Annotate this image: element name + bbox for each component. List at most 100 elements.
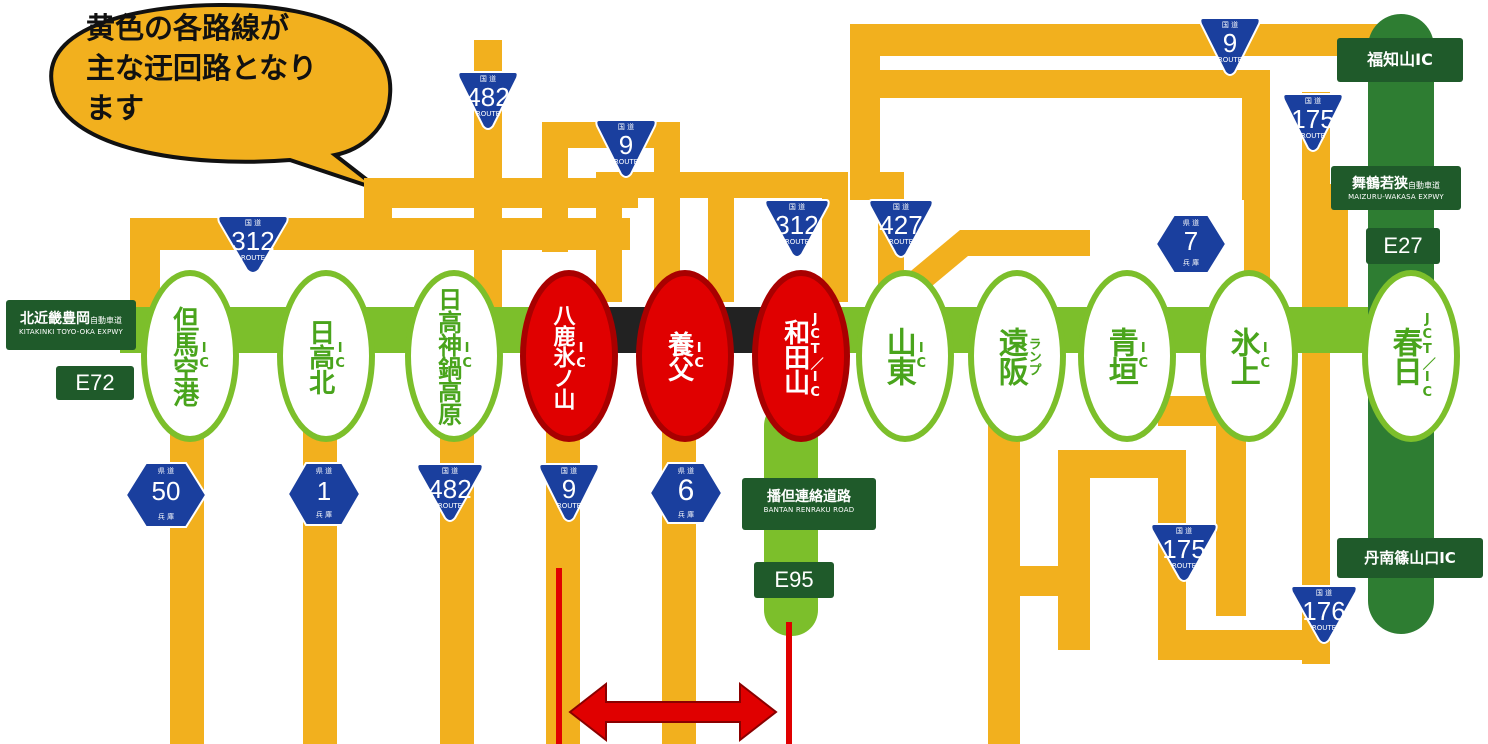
route-482-top-sign: 国 道 482 ROUTE: [455, 68, 521, 132]
route-sign-bottom: ROUTE: [613, 158, 639, 166]
route-number: 482: [428, 474, 472, 504]
national-route-shield-icon: [868, 199, 934, 258]
route-sign-top: 国 道: [441, 467, 459, 475]
route-number: 312: [775, 210, 819, 240]
route-sign-bottom: ROUTE: [1300, 132, 1326, 140]
route-sign-top: 国 道: [1304, 97, 1322, 105]
route-sign-top: 県 道: [157, 467, 175, 475]
closure-range-marker: [556, 568, 792, 744]
ic-santo[interactable]: 山東 IC: [856, 270, 954, 442]
ic-aogaki[interactable]: 青垣 IC: [1078, 270, 1176, 442]
ic-hikami[interactable]: 氷上 IC: [1200, 270, 1298, 442]
route-sign-top: 国 道: [560, 467, 578, 475]
prefectural-route-hexagon-icon: [648, 462, 724, 524]
ic-name: 春日: [1386, 327, 1422, 385]
route-sign-bottom: 兵 庫: [157, 513, 175, 521]
route-312-center-sign: 国 道 312 ROUTE: [762, 196, 832, 260]
ic-type: JCT／IC: [807, 312, 823, 400]
route-sign-top: 県 道: [1182, 219, 1200, 227]
national-route-shield-icon: [538, 463, 600, 522]
national-route-shield-icon: [457, 71, 519, 130]
route-number: 175: [1291, 104, 1335, 134]
route-number: 50: [151, 476, 181, 506]
bantan-road-sign: 播但連絡道路 BANTAN RENRAKU ROAD: [742, 478, 876, 530]
national-route-shield-icon: [1282, 93, 1344, 152]
route-sign-top: 国 道: [617, 123, 635, 131]
national-route-shield-icon: [1290, 585, 1358, 644]
ic-type: ランプ: [1025, 336, 1041, 376]
ic-name: 養父: [663, 331, 694, 381]
ic-hidaka-kita[interactable]: 日高北 IC: [277, 270, 375, 442]
route-number: 1: [316, 476, 332, 506]
route-sign-bottom: ROUTE: [437, 502, 463, 510]
ic-type: IC: [196, 341, 212, 371]
route-number: 175: [1162, 534, 1206, 564]
route-sign-bottom: ROUTE: [556, 502, 582, 510]
pref-route-1-sign: 県 道 1 兵 庫: [286, 460, 362, 528]
kitakinki-name: 北近畿豊岡: [20, 311, 90, 327]
route-176-sign: 国 道 176 ROUTE: [1288, 582, 1360, 646]
route-sign-bottom: 兵 庫: [315, 511, 333, 519]
route-code-e27: E27: [1366, 228, 1440, 264]
ic-tohsaka[interactable]: 遠阪 ランプ: [968, 270, 1066, 442]
ic-wadayama[interactable]: 和田山 JCT／IC: [752, 270, 850, 442]
route-sign-bottom: 兵 庫: [1182, 259, 1200, 267]
prefectural-route-hexagon-icon: [124, 462, 208, 528]
ic-name: 青垣: [1102, 327, 1138, 385]
ic-name: 氷上: [1224, 327, 1260, 385]
route-number: 312: [231, 226, 275, 256]
kitakinki-english: KITAKINKI TOYO-OKA EXPWY: [18, 328, 124, 336]
ic-hidaka-kannabe-kogen[interactable]: 日高神鍋高原 IC: [405, 270, 503, 442]
national-route-shield-icon: [1150, 523, 1218, 582]
ic-type: IC: [691, 341, 707, 371]
kitakinki-suffix: 自動車道: [90, 316, 122, 325]
fukuchiyama-ic-name: 福知山IC: [1367, 50, 1433, 69]
route-9-top-sign: 国 道 9 ROUTE: [1197, 14, 1263, 78]
route-sign-top: 国 道: [1175, 527, 1193, 535]
route-number: 176: [1302, 596, 1346, 626]
route-sign-bottom: ROUTE: [888, 238, 914, 246]
route-312-left-sign: 国 道 312 ROUTE: [215, 212, 291, 276]
ic-type: JCT／IC: [1419, 312, 1435, 400]
ic-type: IC: [573, 341, 589, 371]
route-sign-top: 国 道: [1221, 21, 1239, 29]
route-sign-top: 県 道: [315, 467, 333, 475]
route-number: 482: [466, 82, 510, 112]
route-9-mid-sign: 国 道 9 ROUTE: [593, 116, 659, 180]
route-sign-top: 国 道: [1315, 589, 1333, 597]
detour-roads: [130, 24, 1410, 744]
route-sign-bottom: ROUTE: [475, 110, 501, 118]
ic-name: 但馬空港: [168, 306, 199, 406]
route-number: 9: [561, 474, 577, 504]
ic-name: 遠阪: [992, 327, 1028, 385]
maizuru-suffix: 自動車道: [1408, 181, 1440, 190]
callout-bubble: [49, 2, 393, 192]
route-code-e95: E95: [754, 562, 834, 598]
national-route-shield-icon: [416, 463, 484, 522]
ic-tajima-kuko[interactable]: 但馬空港 IC: [141, 270, 239, 442]
prefectural-route-hexagon-icon: [286, 462, 362, 526]
ic-yabu[interactable]: 養父 IC: [636, 270, 734, 442]
route-sign-bottom: ROUTE: [1171, 562, 1197, 570]
fukuchiyama-ic-sign: 福知山IC: [1337, 38, 1463, 82]
route-sign-top: 県 道: [677, 467, 695, 475]
tannan-sasayamaguchi-ic-sign: 丹南篠山口IC: [1337, 538, 1483, 578]
callout-line-1: 黄色の各路線が: [86, 11, 290, 45]
ic-type: IC: [913, 341, 929, 371]
national-route-shield-icon: [217, 215, 289, 274]
route-sign-bottom: ROUTE: [784, 238, 810, 246]
route-sign-bottom: ROUTE: [240, 254, 266, 262]
ic-name: 日高神鍋高原: [433, 287, 462, 425]
national-route-shield-icon: [764, 199, 830, 258]
pref-route-50-sign: 県 道 50 兵 庫: [124, 460, 208, 530]
route-number: 6: [677, 474, 695, 507]
pref-route-6-sign: 県 道 6 兵 庫: [648, 460, 724, 526]
ic-kasuga[interactable]: 春日 JCT／IC: [1362, 270, 1460, 442]
ic-youka-hyonosen[interactable]: 八鹿氷ノ山 IC: [520, 270, 618, 442]
maizuru-name: 舞鶴若狭: [1352, 176, 1408, 192]
pref-route-7-sign: 県 道 7 兵 庫: [1154, 212, 1228, 276]
callout-line-3: ます: [86, 91, 145, 125]
callout-line-2: 主な迂回路となり: [86, 51, 318, 85]
route-sign-bottom: 兵 庫: [677, 511, 695, 519]
kitakinki-expwy-sign: 北近畿豊岡自動車道 KITAKINKI TOYO-OKA EXPWY: [6, 300, 136, 350]
